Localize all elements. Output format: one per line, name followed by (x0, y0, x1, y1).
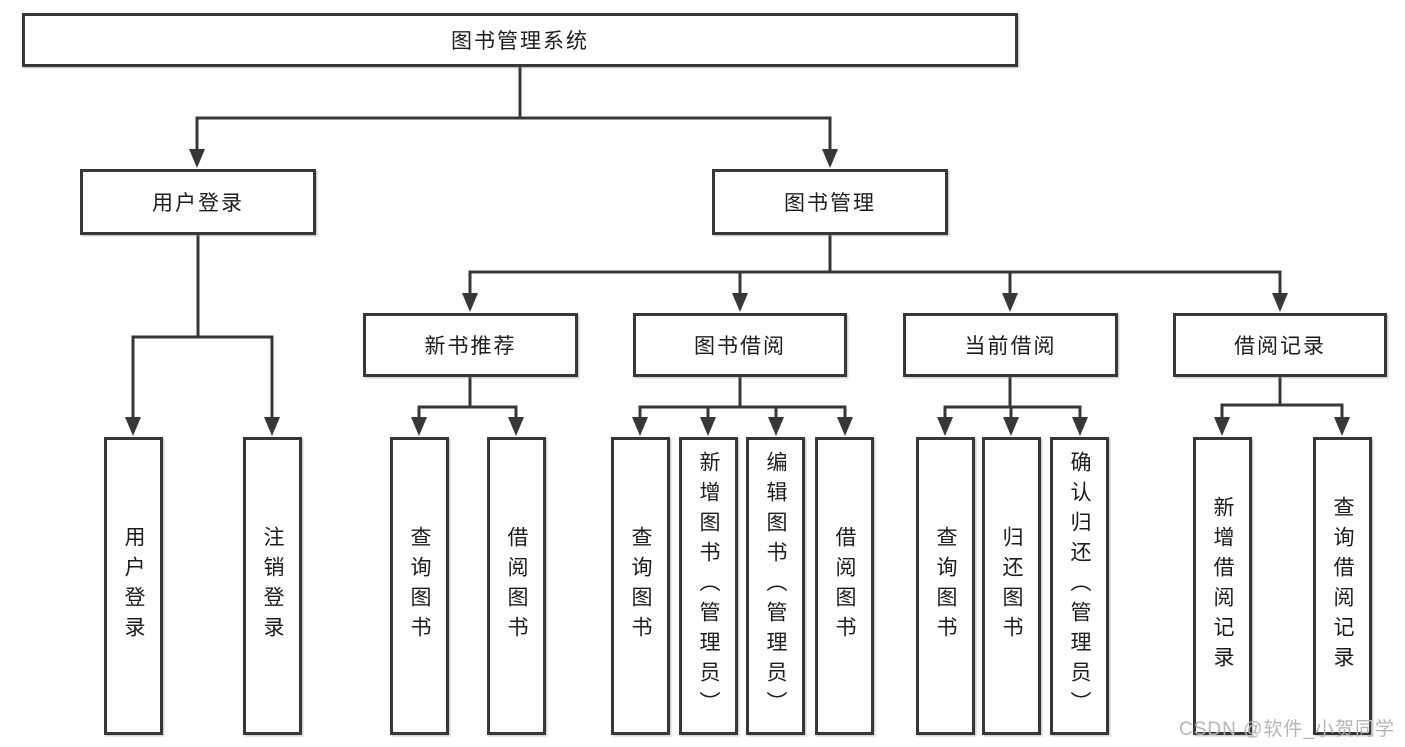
connector-book-management (462, 235, 1288, 312)
node-book-borrowing-label: 图书借阅 (694, 335, 786, 358)
connector-book-borrowing (632, 377, 853, 436)
connector-borrowing-records (1214, 377, 1350, 436)
leaf-borrow-books-borrowing: 借阅图书 (815, 437, 874, 735)
node-borrowing-records-label: 借阅记录 (1234, 335, 1326, 358)
node-borrowing-records: 借阅记录 (1173, 313, 1387, 377)
leaf-query-borrow-record-label: 查询借阅记录 (1331, 496, 1354, 676)
leaf-logout-label: 注销登录 (261, 526, 284, 646)
leaf-confirm-return-admin: 确认归还（管理员） (1050, 437, 1109, 735)
leaf-query-books-borrowing: 查询图书 (611, 437, 670, 735)
node-root-label: 图书管理系统 (451, 30, 589, 53)
node-book-borrowing: 图书借阅 (633, 313, 847, 377)
leaf-query-books-recommend-label: 查询图书 (408, 526, 431, 646)
leaf-return-books-label: 归还图书 (1000, 526, 1023, 646)
leaf-add-books-admin: 新增图书（管理员） (679, 437, 738, 735)
leaf-add-books-admin-label: 新增图书（管理员） (697, 451, 720, 721)
leaf-edit-books-admin: 编辑图书（管理员） (746, 437, 805, 735)
node-user-login: 用户登录 (80, 169, 316, 235)
leaf-return-books: 归还图书 (982, 437, 1041, 735)
leaf-add-borrow-record-label: 新增借阅记录 (1211, 496, 1234, 676)
node-book-management: 图书管理 (712, 169, 948, 235)
leaf-confirm-return-admin-label: 确认归还（管理员） (1068, 451, 1091, 721)
leaf-borrow-books-recommend-label: 借阅图书 (505, 526, 528, 646)
leaf-borrow-books-borrowing-label: 借阅图书 (833, 526, 856, 646)
node-book-management-label: 图书管理 (784, 192, 876, 215)
leaf-logout: 注销登录 (243, 437, 302, 735)
connector-new-book-recommendation (411, 377, 524, 436)
connector-user-login (125, 235, 280, 436)
node-current-borrowing: 当前借阅 (903, 313, 1118, 377)
leaf-query-borrow-record: 查询借阅记录 (1313, 437, 1372, 735)
connector-current-borrowing (937, 377, 1088, 436)
node-root: 图书管理系统 (22, 13, 1018, 67)
leaf-add-borrow-record: 新增借阅记录 (1193, 437, 1252, 735)
leaf-user-login-label: 用户登录 (122, 526, 145, 646)
node-user-login-label: 用户登录 (152, 192, 244, 215)
node-new-book-recommendation: 新书推荐 (363, 313, 578, 377)
leaf-query-books-recommend: 查询图书 (390, 437, 449, 735)
leaf-query-books-current: 查询图书 (916, 437, 975, 735)
watermark: CSDN @软件_小贺同学 (1179, 719, 1395, 740)
leaf-borrow-books-recommend: 借阅图书 (487, 437, 546, 735)
connector-root (189, 67, 838, 168)
leaf-user-login: 用户登录 (104, 437, 163, 735)
node-new-book-recommendation-label: 新书推荐 (424, 335, 517, 358)
leaf-edit-books-admin-label: 编辑图书（管理员） (764, 451, 787, 721)
node-current-borrowing-label: 当前借阅 (964, 335, 1057, 358)
leaf-query-books-borrowing-label: 查询图书 (629, 526, 652, 646)
leaf-query-books-current-label: 查询图书 (934, 526, 957, 646)
